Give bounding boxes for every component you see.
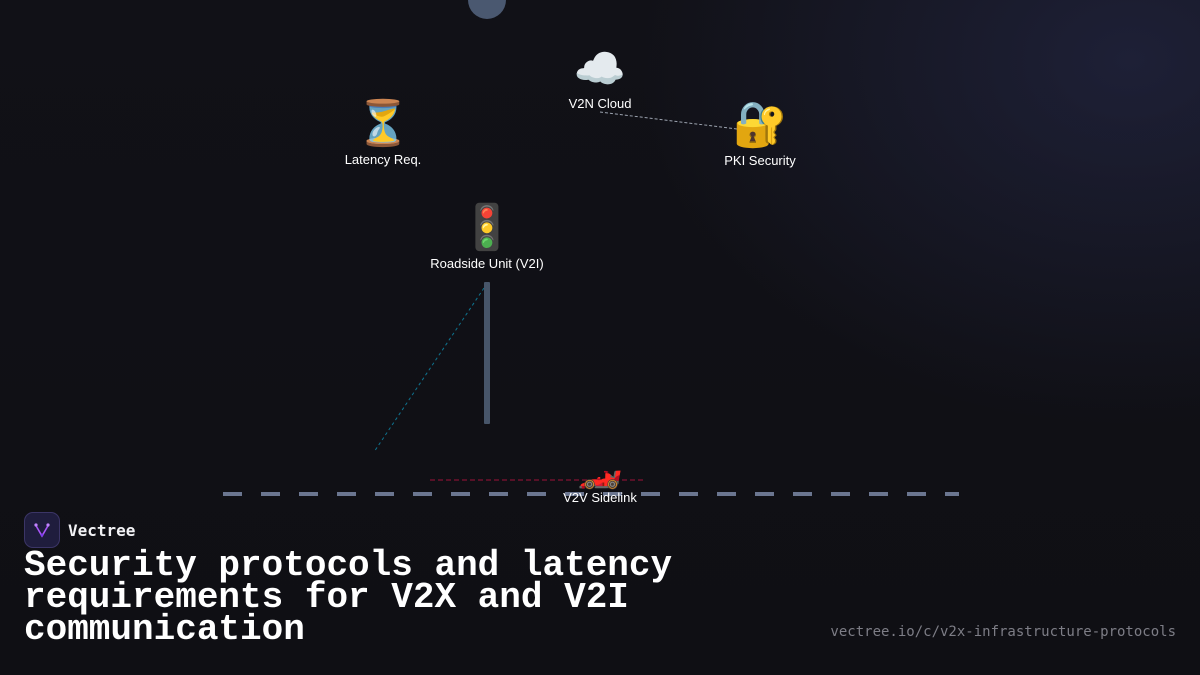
road-lane-markings — [223, 492, 959, 496]
node-pki: 🔐 PKI Security — [660, 100, 860, 169]
node-latency: ⏳ Latency Req. — [283, 99, 483, 168]
node-cloud-label: V2N Cloud — [568, 96, 632, 111]
brand-logo-icon — [24, 512, 60, 548]
top-node-circle — [468, 0, 506, 19]
roadside-pole — [484, 282, 490, 424]
node-car-label: V2V Sidelink — [563, 490, 637, 505]
node-rsu: 🚦 Roadside Unit (V2I) — [387, 203, 587, 272]
page-title: Security protocols and latency requireme… — [24, 545, 673, 650]
race-car-icon: 🏎️ — [577, 449, 623, 490]
traffic-light-icon: 🚦 — [459, 203, 515, 252]
brand-name: Vectree — [68, 520, 136, 540]
node-car: 🏎️ V2V Sidelink — [500, 449, 700, 506]
lock-key-icon: 🔐 — [732, 100, 788, 149]
hourglass-icon: ⏳ — [355, 99, 411, 148]
page-url: vectree.io/c/v2x-infrastructure-protocol… — [830, 624, 1176, 640]
node-latency-label: Latency Req. — [344, 152, 422, 167]
node-pki-label: PKI Security — [724, 153, 796, 168]
link-cloud-pki — [599, 111, 746, 131]
brand: Vectree — [24, 512, 135, 548]
node-cloud: ☁️ V2N Cloud — [500, 45, 700, 112]
cloud-icon: ☁️ — [573, 45, 627, 92]
node-rsu-label: Roadside Unit (V2I) — [430, 256, 544, 271]
v-logo-icon — [34, 523, 50, 538]
link-rsu-ground — [373, 287, 485, 453]
